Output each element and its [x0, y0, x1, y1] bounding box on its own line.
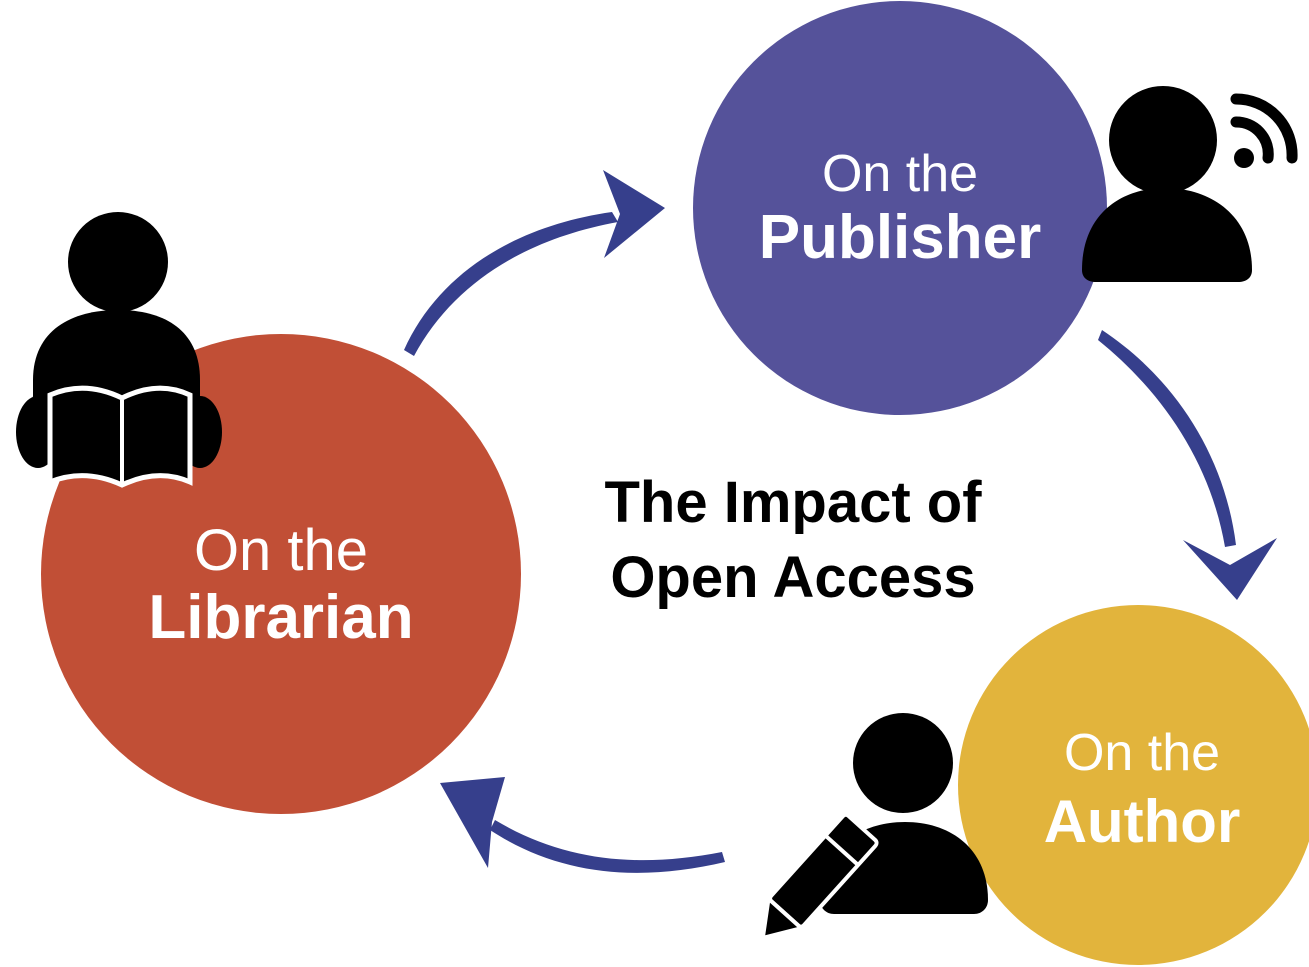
arrow-shaft	[1098, 330, 1236, 547]
arrow-head	[1183, 538, 1277, 600]
person-writing-icon	[760, 713, 988, 941]
arrow-head	[603, 170, 665, 258]
publisher-label: Publisher	[759, 203, 1042, 272]
publisher-circle	[693, 1, 1107, 415]
diagram-title-line1: The Impact of	[604, 470, 982, 535]
arrow-shaft	[404, 212, 618, 356]
author-label: Author	[1044, 788, 1241, 855]
arrow-author-to-librarian	[440, 777, 725, 873]
arrow-publisher-to-author	[1098, 330, 1277, 600]
librarian-prefix: On the	[194, 518, 368, 583]
person-broadcasting-icon	[1082, 86, 1298, 282]
arrow-shaft	[490, 820, 725, 873]
author-prefix: On the	[1064, 724, 1220, 782]
arrow-head	[440, 777, 505, 868]
publisher-prefix: On the	[822, 145, 978, 203]
diagram-title-line2: Open Access	[610, 545, 975, 610]
librarian-label: Librarian	[148, 583, 413, 652]
author-circle	[958, 605, 1309, 965]
person-reading-icon	[16, 212, 222, 488]
arrow-librarian-to-publisher	[404, 170, 665, 356]
